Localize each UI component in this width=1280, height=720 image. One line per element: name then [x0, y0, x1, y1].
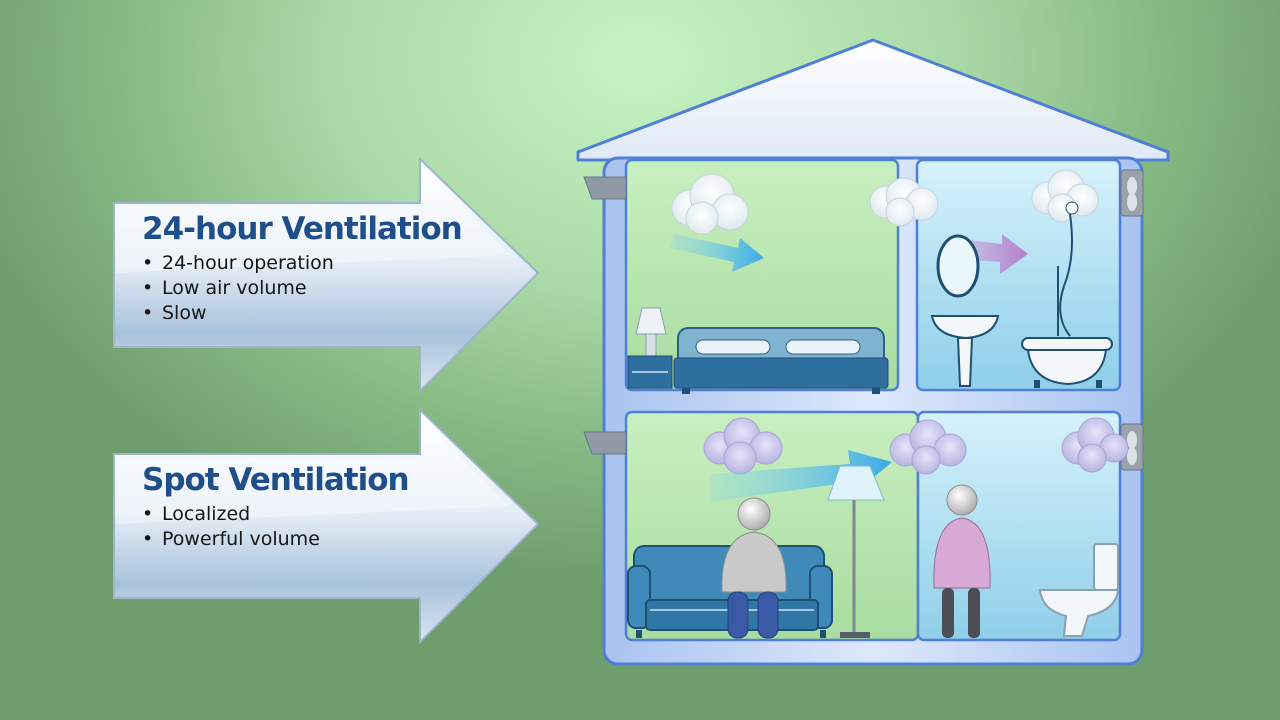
- bullet-item: •Low air volume: [142, 277, 307, 299]
- bullet-item: •24-hour operation: [142, 252, 334, 274]
- house-diagram: [576, 38, 1170, 666]
- exhaust-fan-icon: [1120, 169, 1144, 217]
- bullet-list: •Localized •Powerful volume: [142, 502, 409, 552]
- arrow-24-hour-ventilation: 24-hour Ventilation •24-hour operation •…: [110, 155, 542, 395]
- shower-icon: [1057, 201, 1079, 337]
- woman-icon: [933, 484, 991, 638]
- arrow-shape: [113, 407, 540, 645]
- cloud-icon: [889, 419, 967, 475]
- sink-icon: [930, 315, 1000, 387]
- arrow-shape: [113, 156, 540, 394]
- exhaust-fan-icon: [1120, 423, 1144, 471]
- man-icon: [721, 497, 787, 639]
- bathtub-icon: [1021, 337, 1113, 388]
- bed-icon: [673, 327, 889, 394]
- vent-icon: [583, 176, 627, 200]
- cloud-icon: [671, 173, 749, 235]
- bullet-item: •Localized: [142, 503, 251, 525]
- cloud-icon: [1061, 417, 1129, 473]
- vent-icon: [583, 431, 627, 455]
- arrow-title: 24-hour Ventilation: [142, 211, 463, 247]
- airflow-arrow-icon: [710, 450, 892, 502]
- mirror-icon: [936, 234, 980, 298]
- cloud-icon: [703, 417, 783, 475]
- bullet-list: •24-hour operation •Low air volume •Slow: [142, 251, 462, 326]
- roof: [576, 38, 1170, 162]
- cloud-icon: [1031, 169, 1099, 223]
- toilet-icon: [1038, 543, 1120, 637]
- bullet-item: •Powerful volume: [142, 528, 320, 550]
- floor-lamp-icon: [827, 465, 885, 638]
- airflow-arrow-icon: [670, 234, 764, 272]
- arrow-spot-ventilation: Spot Ventilation •Localized •Powerful vo…: [110, 406, 542, 646]
- cloud-icon: [869, 177, 939, 227]
- bullet-item: •Slow: [142, 302, 207, 324]
- lamp-icon: [627, 307, 673, 389]
- arrow-title: Spot Ventilation: [142, 462, 410, 498]
